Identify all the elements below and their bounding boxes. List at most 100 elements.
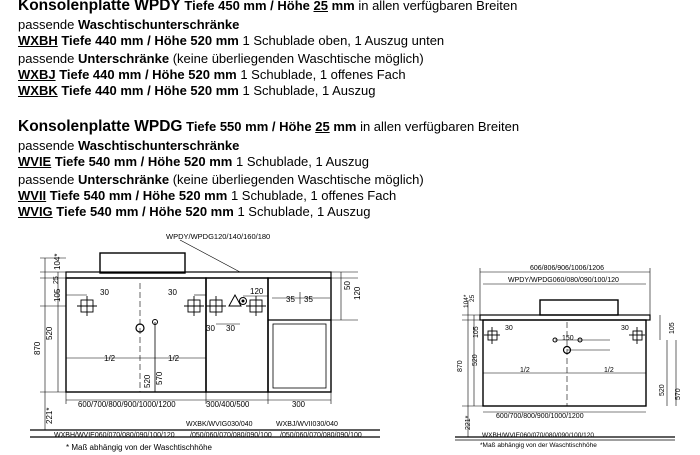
wpdy-item-wxbh: WXBH Tiefe 440 mm / Höhe 520 mm 1 Schubl…: [18, 33, 444, 49]
dim-25-right: 25: [469, 294, 476, 302]
width-main: 600/700/800/900/1000/1200: [78, 400, 176, 409]
dim-105-left: 105: [53, 288, 62, 302]
wpdy-item-spec: Tiefe 440 mm / Höhe 520 mm: [61, 83, 239, 98]
wpdy-heading-name: Konsolenplatte WPDY: [18, 0, 181, 14]
wpdy-item-desc: 1 Schublade, 1 offenes Fach: [240, 67, 406, 82]
half-b-left: 1/2: [168, 354, 180, 363]
dim-520-r: 520: [659, 384, 666, 396]
dim-35-b: 35: [304, 295, 313, 304]
codes-right-row: /050/060/070/080/090/100: [280, 432, 362, 439]
wpdy-suitable-line: passende Waschtischunterschränke: [18, 17, 239, 33]
wpdg-item-desc: 1 Schublade, 1 Auszug: [237, 204, 371, 219]
half-a-left: 1/2: [104, 354, 116, 363]
dim-221-left: 221*: [45, 408, 54, 424]
dim-520-left: 520: [45, 326, 54, 340]
dim-104-left: 104*: [53, 254, 62, 270]
width-row-right: 600/700/800/900/1000/1200: [496, 413, 584, 420]
wpdy-item-wxbj: WXBJ Tiefe 440 mm / Höhe 520 mm 1 Schubl…: [18, 67, 406, 83]
half-a-right: 1/2: [520, 367, 530, 374]
wpdg-item-spec: Tiefe 540 mm / Höhe 520 mm: [56, 204, 234, 219]
wpdy-suitable-prefix: passende: [18, 17, 75, 32]
wpdy-item-spec: Tiefe 440 mm / Höhe 520 mm: [61, 33, 239, 48]
wpdg-under-prefix: passende: [18, 172, 75, 187]
codes-row-right: WXBH/WVIE060/070/080/090/100/120: [482, 432, 594, 439]
wpdg-item-code: WVII: [18, 188, 47, 203]
footnote-right: *Maß abhängig von der Waschtischhöhe: [480, 442, 597, 449]
wpdy-item-desc: 1 Schublade oben, 1 Auszug unten: [242, 33, 445, 48]
wpdg-suitable-prefix: passende: [18, 138, 75, 153]
wpdg-heading-name: Konsolenplatte WPDG: [18, 118, 183, 135]
wpdg-heading-suffix: in allen verfügbaren Breiten: [360, 119, 520, 134]
wpdg-under-bold: Unterschränke: [78, 172, 170, 187]
dim-30-d: 30: [226, 324, 235, 333]
dim-520-low: 520: [143, 374, 152, 388]
wpdy-under-prefix: passende: [18, 51, 75, 66]
wpdg-under-note: (keine überliegenden Waschtische möglich…: [172, 172, 424, 187]
wpdg-under-line: passende Unterschränke (keine überliegen…: [18, 172, 424, 188]
wpdy-heading-height: 25: [313, 0, 328, 13]
dim-25-left: 25: [53, 276, 60, 284]
dim-520-right: 520: [472, 354, 479, 366]
warning-icon: [228, 293, 242, 307]
wpdg-heading-unit: mm: [333, 119, 357, 134]
wpdy-under-line: passende Unterschränke (keine überliegen…: [18, 51, 424, 67]
sink-bowl-left: [99, 252, 186, 274]
wpdg-item-wvie: WVIE Tiefe 540 mm / Höhe 520 mm 1 Schubl…: [18, 154, 369, 170]
cabinet-wide: [482, 319, 647, 407]
wpdg-item-wvig: WVIG Tiefe 540 mm / Höhe 520 mm 1 Schubl…: [18, 204, 370, 220]
dim-150: 150: [562, 335, 574, 342]
width-right: 300: [292, 400, 306, 409]
wpdy-item-desc: 1 Schublade, 1 Auszug: [242, 83, 376, 98]
wpdy-heading-unit: mm: [331, 0, 355, 13]
wpdg-item-code: WVIG: [18, 204, 53, 219]
wpdy-item-code: WXBH: [18, 33, 58, 48]
codes-mid-row: /050/060/070/080/090/100: [190, 432, 272, 439]
dim-105-right-r: 105: [669, 322, 676, 334]
wpdy-item-spec: Tiefe 440 mm / Höhe 520 mm: [59, 67, 237, 82]
dim-30-a: 30: [100, 288, 109, 297]
dim-105-right-l: 105: [473, 326, 480, 338]
target-icon: [239, 297, 247, 305]
label-top-right-2: WPDY/WPDG060/080/090/100/120: [508, 277, 619, 284]
wpdg-item-wvii: WVII Tiefe 540 mm / Höhe 520 mm 1 Schubl…: [18, 188, 396, 204]
dim-120-v: 120: [353, 286, 362, 300]
wpdg-heading: Konsolenplatte WPDG Tiefe 550 mm / Höhe …: [18, 119, 519, 135]
wpdy-heading: Konsolenplatte WPDY Tiefe 450 mm / Höhe …: [18, 0, 517, 14]
wpdg-item-spec: Tiefe 540 mm / Höhe 520 mm: [49, 188, 228, 203]
dim-104-right: 104*: [463, 294, 470, 308]
dim-570-r: 570: [675, 388, 682, 400]
label-top-right-1: 606/806/906/1006/1206: [530, 265, 604, 272]
wpdy-under-bold: Unterschränke: [78, 51, 170, 66]
sink-bowl-right: [539, 299, 619, 316]
codes-right: WXBJ/WVII030/040: [276, 421, 338, 428]
dim-30-b: 30: [168, 288, 177, 297]
dim-221-right: 221*: [465, 415, 472, 430]
codes-left-row: WXBH/WVIE060/070/080/090/100/120: [54, 432, 175, 439]
wpdg-item-desc: 1 Schublade, 1 offenes Fach: [230, 188, 397, 203]
footnote-left: * Maß abhängig von der Waschtischhöhe: [66, 443, 213, 452]
wpdg-heading-depth: Tiefe 550 mm / Höhe: [186, 119, 312, 134]
dim-30-right-r: 30: [621, 325, 629, 332]
dim-120-h: 120: [250, 287, 264, 296]
wpdy-suitable-vanity: Waschtischunterschränke: [78, 17, 240, 32]
wpdy-under-note: (keine überliegenden Waschtische möglich…: [172, 51, 424, 66]
dim-35-a: 35: [286, 295, 295, 304]
cabinet-right: [267, 277, 332, 393]
dim-50: 50: [343, 281, 352, 290]
label-top-left: WPDY/WPDG120/140/160/180: [166, 232, 270, 241]
wpdy-heading-depth: Tiefe 450 mm / Höhe: [184, 0, 310, 13]
width-mid: 300/400/500: [206, 400, 250, 409]
dim-30-right-l: 30: [505, 325, 513, 332]
wpdy-item-wxbk: WXBK Tiefe 440 mm / Höhe 520 mm 1 Schubl…: [18, 83, 375, 99]
wpdg-suitable-line: passende Waschtischunterschränke: [18, 138, 239, 154]
wpdg-item-spec: Tiefe 540 mm / Höhe 520 mm: [54, 154, 233, 169]
wpdy-heading-suffix: in allen verfügbaren Breiten: [358, 0, 518, 13]
dim-870-left: 870: [33, 341, 42, 355]
wpdg-suitable-vanity: Waschtischunterschränke: [78, 138, 240, 153]
wpdy-item-code: WXBJ: [18, 67, 56, 82]
dim-30-c: 30: [206, 324, 215, 333]
wpdg-item-desc: 1 Schublade, 1 Auszug: [236, 154, 369, 169]
wpdy-item-code: WXBK: [18, 83, 58, 98]
left-elevation-drawing: [30, 239, 380, 438]
